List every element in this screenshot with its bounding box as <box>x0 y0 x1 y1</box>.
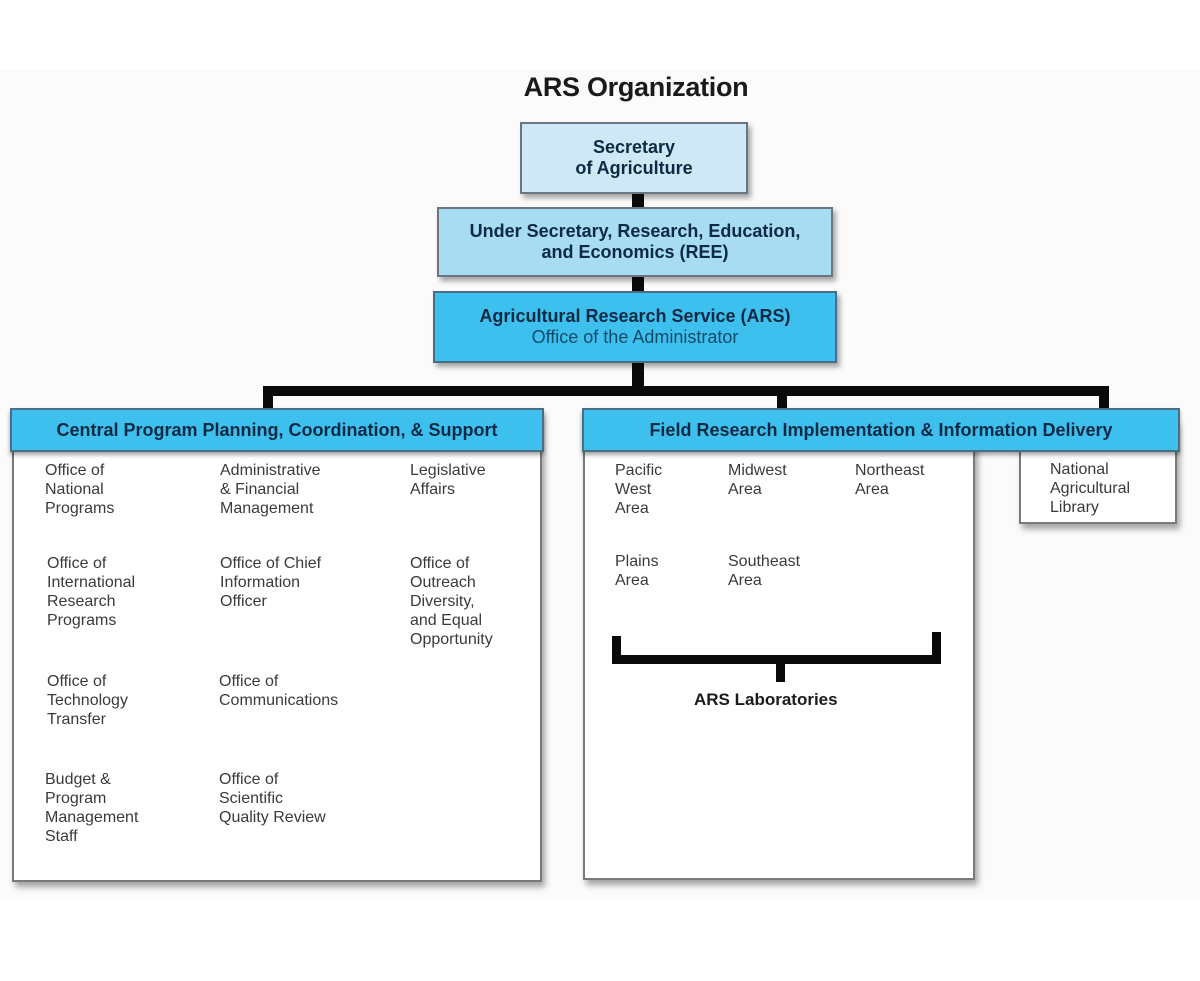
office-communications: Office of Communications <box>219 673 339 709</box>
under-secretary-box: Under Secretary, Research, Education, an… <box>437 207 833 277</box>
lab-bracket-bar <box>612 655 941 664</box>
under-secretary-label: Under Secretary, Research, Education, an… <box>469 221 801 262</box>
office-national-programs: Office of National Programs <box>45 462 115 517</box>
office-outreach-diversity: Office of Outreach Diversity, and Equal … <box>410 555 493 648</box>
connector-under-ars <box>632 277 644 292</box>
central-program-panel <box>12 410 542 882</box>
connector-ars-trunk <box>632 363 644 393</box>
office-chief-information-officer: Office of Chief Information Officer <box>220 555 322 610</box>
area-pacific-west: Pacific West Area <box>615 462 663 517</box>
central-program-heading: Central Program Planning, Coordination, … <box>10 408 544 452</box>
connector-horizontal-bar <box>263 386 1109 396</box>
area-midwest: Midwest Area <box>728 462 787 498</box>
office-legislative-affairs: Legislative Affairs <box>410 462 486 498</box>
connector-central-drop <box>263 386 273 410</box>
ars-subtitle-label: Office of the Administrator <box>531 327 739 347</box>
office-budget-program-management: Budget & Program Management Staff <box>45 771 139 845</box>
connector-library-drop <box>1099 386 1109 410</box>
connector-field-drop <box>777 386 787 410</box>
secretary-label: Secretary of Agriculture <box>575 137 693 178</box>
lab-bracket-right <box>932 632 941 664</box>
area-southeast: Southeast Area <box>728 553 801 589</box>
page-title: ARS Organization <box>523 72 749 102</box>
field-heading-label: Field Research Implementation & Informat… <box>649 419 1113 440</box>
connector-secretary-under <box>632 194 644 208</box>
central-heading-label: Central Program Planning, Coordination, … <box>56 419 498 440</box>
national-agricultural-library-label: National Agricultural Library <box>1050 461 1131 516</box>
office-technology-transfer: Office of Technology Transfer <box>47 673 128 728</box>
ars-name-label: Agricultural Research Service (ARS) <box>479 306 791 326</box>
field-research-heading: Field Research Implementation & Informat… <box>582 408 1180 452</box>
area-plains: Plains Area <box>615 553 659 589</box>
office-international-research: Office of International Research Program… <box>47 555 136 629</box>
office-scientific-quality-review: Office of Scientific Quality Review <box>219 771 326 826</box>
secretary-of-agriculture-box: Secretary of Agriculture <box>520 122 748 194</box>
ars-laboratories-label: ARS Laboratories <box>694 690 838 709</box>
lab-bracket-stem <box>776 662 785 682</box>
lab-bracket-left <box>612 636 621 664</box>
field-research-panel <box>583 410 975 880</box>
office-administrative-financial: Administrative & Financial Management <box>220 462 321 517</box>
ars-administrator-box: Agricultural Research Service (ARS) Offi… <box>433 291 837 363</box>
area-northeast: Northeast Area <box>855 462 925 498</box>
